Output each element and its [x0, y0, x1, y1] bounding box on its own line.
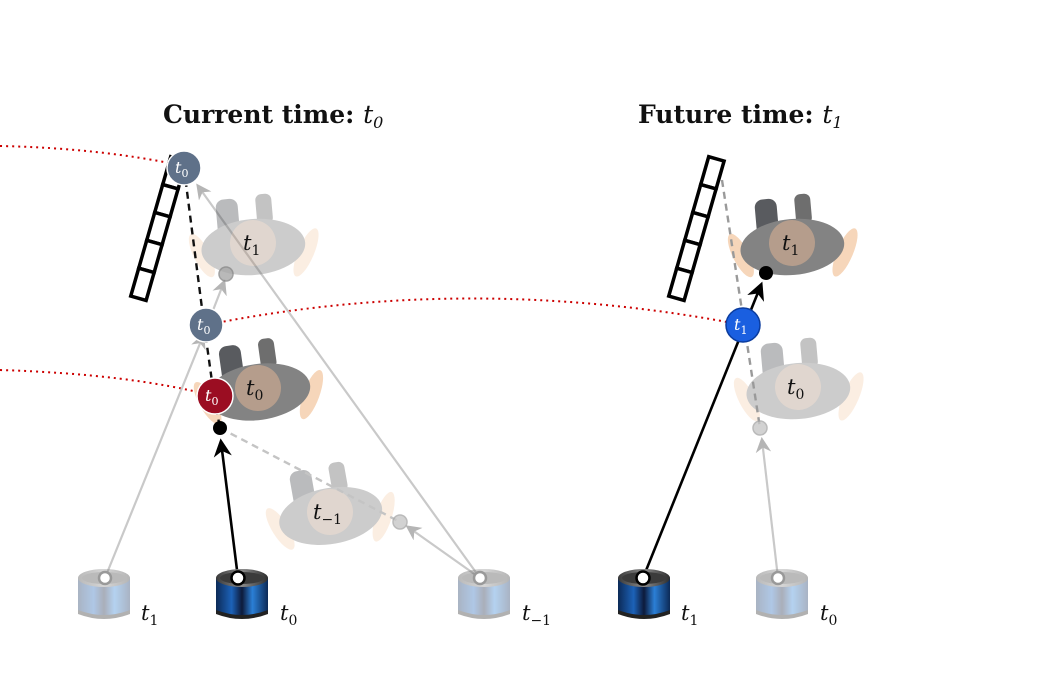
measurement-point-faded [218, 266, 234, 282]
track-node-top: t0 [166, 150, 202, 186]
person-label-t1-future: t1 [782, 231, 799, 259]
sensor-label-t0-left: t0 [280, 601, 297, 629]
person-label-t0-future: t0 [787, 375, 804, 403]
trajectory-bottom [0, 369, 215, 397]
measurement-point-t0 [213, 421, 227, 435]
measurement-point-faded-2 [392, 514, 408, 530]
ray-t1-sensor-to-t0 [103, 333, 206, 579]
sensor-label-tm1: t−1 [522, 601, 551, 629]
person-label-tm1: t−1 [313, 500, 342, 528]
sensor-label-t0-right: t0 [820, 601, 837, 629]
trajectory-middle [205, 297, 744, 326]
person-label-t0: t0 [246, 376, 263, 404]
pedestrian-topview-icon [254, 452, 408, 564]
panel-title-future: Future time: t1 [638, 100, 843, 132]
svg-text:t1: t1 [734, 315, 747, 337]
sensor-label-t1-right: t1 [681, 601, 698, 629]
track-node-middle: t0 [188, 307, 224, 343]
panel-future: Future time: t1 t0 t1 t [618, 100, 873, 629]
svg-text:t0: t0 [197, 315, 210, 337]
track-node-future: t1 [725, 307, 761, 343]
measurement-point-t0-faded [752, 420, 768, 436]
ray-t0-faded [755, 436, 780, 579]
dashed-links [182, 167, 401, 524]
trajectories [0, 145, 744, 397]
panel-title-current: Current time: t0 [163, 100, 383, 132]
svg-text:t0: t0 [175, 158, 188, 180]
svg-text:t0: t0 [205, 386, 218, 408]
sensor-label-t1-left: t1 [141, 601, 158, 629]
trajectory-top [0, 145, 185, 167]
segmented-wall-icon [666, 154, 727, 303]
track-node-target: t0 [196, 377, 234, 415]
measurement-point-t1 [759, 266, 773, 280]
pedestrian-topview-icon [719, 188, 867, 290]
person-label-t1: t1 [243, 231, 260, 259]
ray-tm1-sensor-to-person [405, 525, 481, 579]
pedestrian-topview-icon [180, 188, 328, 290]
ray-t0-active [213, 438, 240, 579]
panel-current: Current time: t0 t−1 t1 [78, 100, 551, 629]
